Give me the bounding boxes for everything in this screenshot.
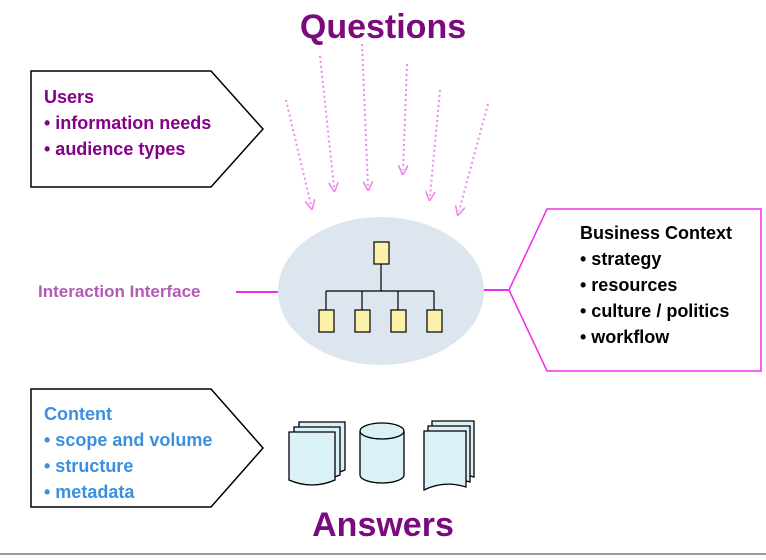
hierarchy-root-node bbox=[373, 241, 390, 265]
business-item: • resources bbox=[580, 275, 678, 295]
users-item: • information needs bbox=[44, 113, 212, 133]
interaction-interface-label: Interaction Interface bbox=[38, 282, 201, 301]
question-arrow bbox=[403, 63, 407, 170]
business-item: • culture / politics bbox=[580, 301, 730, 321]
question-arrows bbox=[285, 43, 489, 211]
question-arrow bbox=[430, 89, 441, 196]
hierarchy-chart bbox=[318, 241, 443, 333]
business-heading: Business Context bbox=[580, 223, 733, 243]
content-box bbox=[30, 388, 264, 508]
hierarchy-child-node bbox=[354, 309, 371, 333]
question-arrow bbox=[361, 43, 368, 186]
content-heading: Content bbox=[44, 404, 112, 424]
users-box bbox=[30, 70, 265, 188]
question-arrow bbox=[285, 99, 311, 205]
content-item: • scope and volume bbox=[44, 430, 213, 450]
question-arrow bbox=[319, 55, 334, 187]
users-heading: Users bbox=[44, 87, 95, 107]
business-item: • strategy bbox=[580, 249, 662, 269]
questions-title: Questions bbox=[299, 8, 467, 46]
database-icon bbox=[359, 422, 405, 484]
content-item: • structure bbox=[44, 456, 134, 476]
business-context-box bbox=[508, 208, 762, 372]
document-stack-icon bbox=[288, 421, 346, 486]
content-item: • metadata bbox=[44, 482, 135, 502]
business-context-text: Business Context • strategy • resources … bbox=[580, 220, 732, 350]
hierarchy-child-node bbox=[318, 309, 335, 333]
answers-title: Answers bbox=[312, 506, 454, 544]
bottom-divider bbox=[0, 553, 766, 555]
question-arrow bbox=[459, 103, 489, 211]
business-item: • workflow bbox=[580, 327, 670, 347]
hierarchy-child-node bbox=[426, 309, 443, 333]
document-stack-icon bbox=[423, 420, 475, 492]
users-item: • audience types bbox=[44, 139, 186, 159]
content-box-text: Content • scope and volume • structure •… bbox=[44, 401, 212, 505]
hierarchy-child-node bbox=[390, 309, 407, 333]
users-box-text: Users • information needs • audience typ… bbox=[44, 84, 211, 162]
